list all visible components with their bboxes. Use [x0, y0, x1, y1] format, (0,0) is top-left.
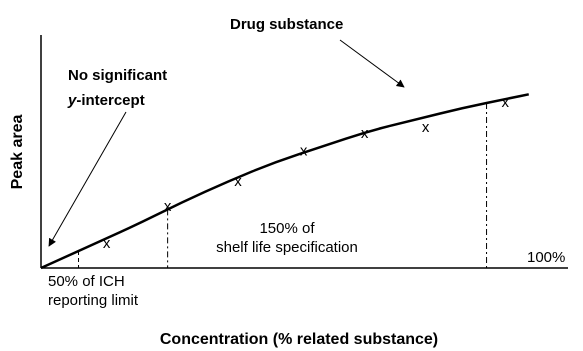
reference-line-label: 100%: [527, 249, 565, 266]
annotation-no-significant: No significant: [68, 67, 167, 84]
annotation-y-italic: y: [67, 92, 77, 109]
data-point: x: [300, 142, 308, 159]
data-point: x: [103, 235, 111, 252]
annotation-y-intercept: y-intercept: [67, 92, 145, 109]
annotation-drug-substance: Drug substance: [230, 16, 343, 33]
data-point: x: [361, 125, 369, 142]
data-point: x: [234, 173, 242, 190]
fit-curve: [40, 93, 530, 270]
y-axis-label: Peak area: [9, 115, 26, 190]
x-axis-label: Concentration (% related substance): [160, 331, 438, 348]
arrow-drug-substance: [339, 39, 405, 88]
arrow-y-intercept: [48, 111, 127, 247]
data-point: x: [164, 198, 172, 215]
annotation-intercept-text: -intercept: [76, 92, 144, 109]
data-point: x: [422, 119, 430, 136]
data-point: x: [502, 94, 510, 111]
